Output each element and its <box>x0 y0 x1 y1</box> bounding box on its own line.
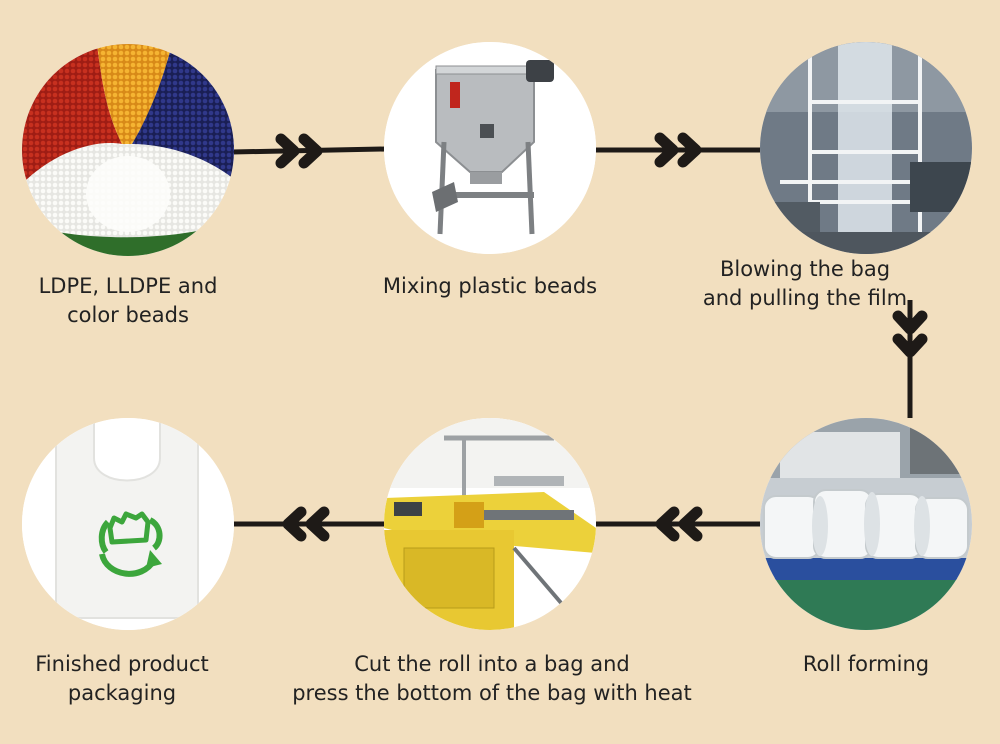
step-3-label-line2: and pulling the film <box>702 286 908 310</box>
chevron-left-icon-4 <box>655 506 703 542</box>
film-rolls-icon <box>760 418 972 630</box>
recyclable-bag-icon <box>22 418 234 630</box>
step-4-label-line1: Roll forming <box>802 652 930 676</box>
chevron-right-icon-2 <box>654 132 702 168</box>
mixing-machine-icon <box>384 42 596 254</box>
chevron-right-icon-1 <box>275 133 323 169</box>
step-5-image <box>384 418 596 630</box>
step-6-label: Finished product packaging <box>12 650 232 708</box>
step-6-image <box>22 418 234 630</box>
step-3-label-line1: Blowing the bag <box>719 257 891 281</box>
chevron-down-icon-3 <box>892 310 928 358</box>
step-5-label: Cut the roll into a bag and press the bo… <box>282 650 702 708</box>
step-2-image <box>384 42 596 254</box>
step-1-label-line1: LDPE, LLDPE and <box>38 274 218 298</box>
connector-line-1-2 <box>231 146 386 155</box>
bag-cutting-machine-icon <box>384 418 596 630</box>
film-blowing-tower-icon <box>760 42 972 254</box>
colored-plastic-beads-icon <box>22 44 234 256</box>
step-3-image <box>760 42 972 254</box>
step-3-label: Blowing the bag and pulling the film <box>690 255 920 313</box>
step-4-label: Roll forming <box>766 650 966 679</box>
step-4-image <box>760 418 972 630</box>
step-5-label-line2: press the bottom of the bag with heat <box>292 681 692 705</box>
step-6-label-line2: packaging <box>67 681 177 705</box>
step-2-label: Mixing plastic beads <box>340 272 640 301</box>
chevron-left-icon-5 <box>282 506 330 542</box>
step-1-image <box>22 44 234 256</box>
step-6-label-line1: Finished product <box>35 652 209 676</box>
step-1-label-line2: color beads <box>67 303 189 327</box>
step-5-label-line1: Cut the roll into a bag and <box>354 652 630 676</box>
step-2-label-line1: Mixing plastic beads <box>382 274 598 298</box>
step-1-label: LDPE, LLDPE and color beads <box>22 272 234 330</box>
